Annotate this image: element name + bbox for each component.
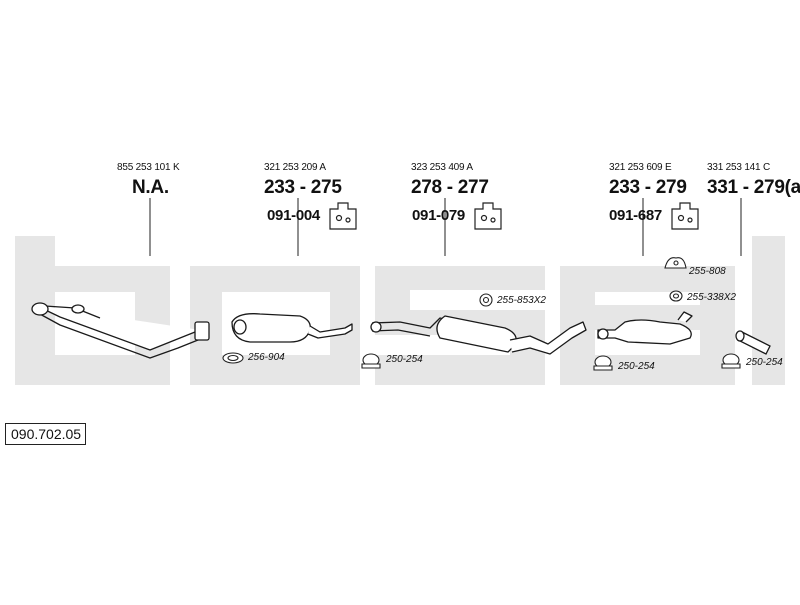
front-silencer xyxy=(231,313,353,343)
mount-number: 091-004 xyxy=(267,207,320,224)
leader-lines xyxy=(149,198,742,256)
part-number: 331 - 279(a) xyxy=(707,177,800,198)
clamp-icon xyxy=(593,355,613,371)
accessory-label: 255-808 xyxy=(689,266,726,277)
part-number: N.A. xyxy=(132,177,169,198)
accessory-label: 256-904 xyxy=(248,352,285,363)
mount-bracket-icon xyxy=(329,202,357,230)
oem-number: 321 253 209 A xyxy=(264,162,326,173)
clamp-icon xyxy=(721,353,741,369)
accessory-label: 255-853X2 xyxy=(497,295,546,306)
part-number: 233 - 275 xyxy=(264,177,342,198)
washer-icon xyxy=(479,293,493,307)
diagram-reference: 090.702.05 xyxy=(5,423,87,445)
part-number: 233 - 279 xyxy=(609,177,687,198)
mount-number: 091-079 xyxy=(412,207,465,224)
mount-bracket-icon xyxy=(474,202,502,230)
center-silencer xyxy=(370,315,587,355)
oem-number: 855 253 101 K xyxy=(117,162,180,173)
clamp-icon xyxy=(361,353,381,369)
tail-pipe xyxy=(735,330,771,355)
oem-number: 323 253 409 A xyxy=(411,162,473,173)
part-number: 278 - 277 xyxy=(411,177,489,198)
oem-number: 331 253 141 C xyxy=(707,162,771,173)
gasket-icon xyxy=(222,352,244,364)
ring-icon xyxy=(669,290,683,302)
mount-number: 091-687 xyxy=(609,207,662,224)
front-pipe xyxy=(31,302,210,359)
accessory-label: 250-254 xyxy=(746,357,783,368)
rubber-mount-icon xyxy=(664,257,687,269)
rear-silencer xyxy=(597,311,693,345)
oem-number: 321 253 609 E xyxy=(609,162,672,173)
mount-bracket-icon xyxy=(671,202,699,230)
accessory-label: 250-254 xyxy=(386,354,423,365)
accessory-label: 250-254 xyxy=(618,361,655,372)
accessory-label: 255-338X2 xyxy=(687,292,736,303)
